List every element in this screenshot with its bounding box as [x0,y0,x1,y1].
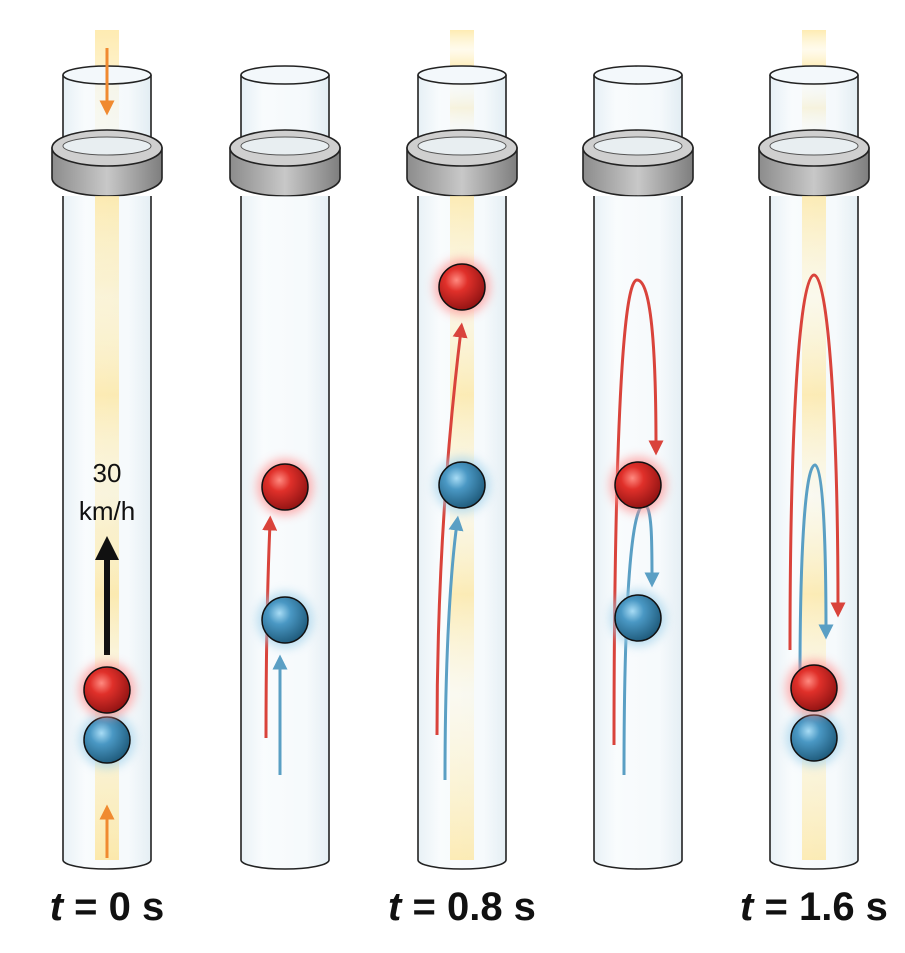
blue-path [443,515,464,781]
tube-panel-4 [582,65,694,870]
blue-atom [610,590,666,646]
blue-path [798,463,834,681]
red-atom [610,457,666,513]
blue-atom [257,592,313,648]
tube-panel-2 [229,65,341,870]
blue-atom [786,710,842,766]
tube-panel-3 [406,30,518,870]
speed-value: 30 [93,458,122,488]
speed-unit: km/h [79,496,135,526]
red-atom [786,660,842,716]
time-label-1-6: t = 1.6 s [740,885,888,929]
time-label-0-8: t = 0.8 s [388,885,536,929]
red-path [612,278,664,746]
red-path [788,273,846,651]
red-atom [257,459,313,515]
blue-atom [79,712,135,768]
red-atom [79,662,135,718]
time-label-0: t = 0 s [50,885,165,929]
red-atom [434,259,490,315]
blue-atom [434,457,490,513]
